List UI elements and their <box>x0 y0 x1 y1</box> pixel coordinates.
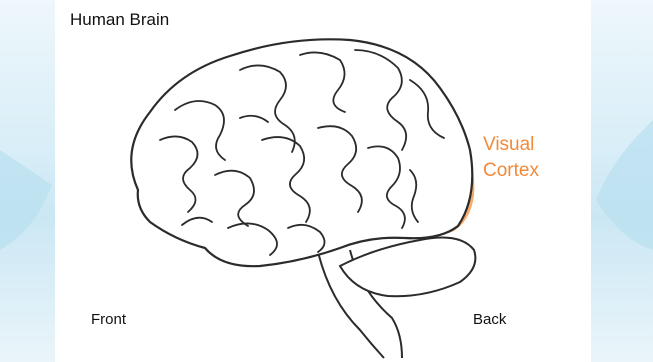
front-label: Front <box>91 311 126 328</box>
back-label: Back <box>473 311 506 328</box>
visual-cortex-label-line1: Visual <box>483 132 539 158</box>
visual-cortex-label-line2: Cortex <box>483 158 539 184</box>
diagram-title: Human Brain <box>70 10 169 30</box>
visual-cortex-label: Visual Cortex <box>483 132 539 184</box>
cerebrum-outline <box>131 39 472 266</box>
cerebellum <box>340 238 475 297</box>
